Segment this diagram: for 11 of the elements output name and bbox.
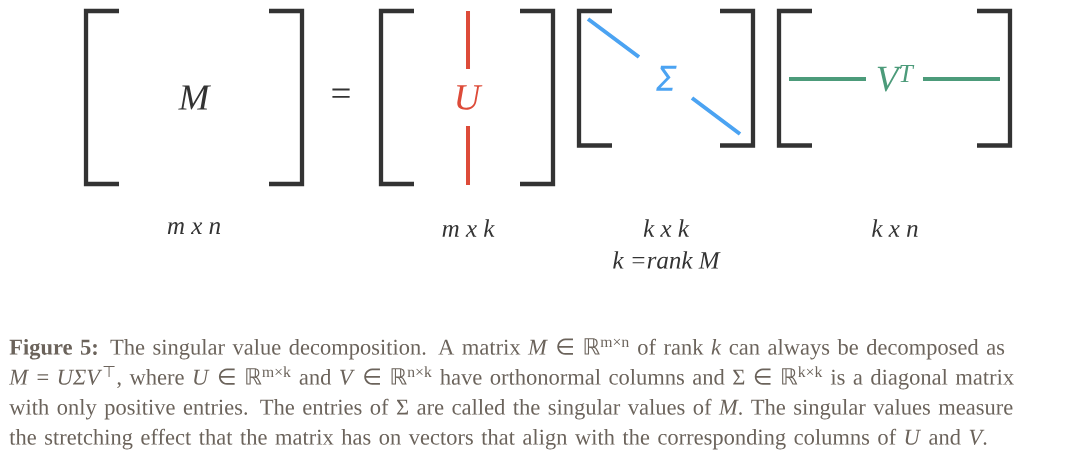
dimension-label: m x n — [167, 222, 221, 234]
matrix: Σ — [576, 8, 756, 148]
dimension-label: k x k — [643, 219, 690, 237]
dimension-label: m x k — [442, 219, 495, 237]
rank-note: k =rank M — [613, 251, 721, 269]
caption: Figure 5: The singular value decomposition. A matrix M ∈ ℝ$^{m×n}$ of rank k can always be decomposed as M = UΣV$^{⊤}$, where U ∈ ℝ$^{m×k}$ and V ∈ ℝ$^{n×k}$ have orthonormal columns and Σ ∈ ℝ$^{k×k}$ is a diagonal matrix with only positive entries. The entries of Σ are called the singular values of M. The singular values measure the stretching effect that the matrix has on vectors that align with the corresponding columns of U and V. — [8, 338, 1014, 450]
matrix: V$^{T}$ — [776, 8, 1013, 148]
dimension-label: k x n — [872, 219, 918, 237]
matrix: U — [378, 8, 556, 187]
equals-sign: = — [332, 88, 350, 98]
matrix: M — [83, 8, 305, 187]
